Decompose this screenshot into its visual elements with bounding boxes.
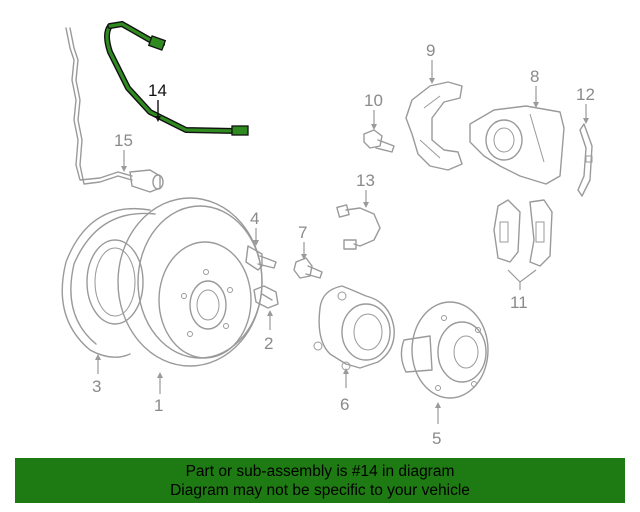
- part-6-bearing-housing: [313, 285, 395, 371]
- banner-line-2: Diagram may not be specific to your vehi…: [170, 482, 470, 499]
- callout-13: 13: [356, 171, 375, 208]
- callout-6: 6: [340, 368, 349, 414]
- svg-text:2: 2: [264, 334, 273, 353]
- part-9-caliper-carrier: [405, 81, 463, 171]
- part-14-brake-hose[interactable]: [104, 20, 249, 136]
- callout-12: 12: [576, 85, 595, 124]
- part-10-bolt: [363, 129, 395, 153]
- svg-text:4: 4: [250, 209, 259, 228]
- part-3-dust-shield: [61, 208, 156, 358]
- part-5-wheel-hub: [400, 301, 489, 399]
- svg-text:1: 1: [154, 396, 163, 415]
- svg-text:14: 14: [148, 81, 167, 100]
- part-13-wear-sensor: [336, 204, 381, 250]
- callout-1: 1: [154, 372, 163, 415]
- part-1-brake-disc: [117, 197, 263, 367]
- callout-8: 8: [530, 67, 539, 108]
- callout-5: 5: [432, 402, 441, 448]
- svg-text:11: 11: [510, 293, 528, 312]
- svg-text:7: 7: [298, 223, 307, 242]
- callout-9: 9: [426, 41, 435, 84]
- callout-15: 15: [114, 131, 133, 172]
- part-12-clip: [577, 123, 593, 197]
- part-7-wheel-bolt: [293, 257, 323, 279]
- callout-11: 11: [507, 269, 537, 312]
- part-15-brake-line: [65, 27, 164, 193]
- part-2-bolt: [253, 285, 279, 309]
- svg-text:13: 13: [356, 171, 375, 190]
- part-11-brake-pads: [493, 199, 553, 267]
- svg-text:12: 12: [576, 85, 595, 104]
- svg-text:6: 6: [340, 395, 349, 414]
- callout-14: 14: [148, 81, 167, 122]
- svg-text:15: 15: [114, 131, 133, 150]
- svg-text:8: 8: [530, 67, 539, 86]
- brake-assembly-diagram: 1 2 3 4 5 6 7 8 9 10: [61, 20, 595, 448]
- svg-text:10: 10: [364, 91, 383, 110]
- callout-10: 10: [364, 91, 383, 130]
- svg-text:3: 3: [92, 377, 101, 396]
- info-banner: Part or sub-assembly is #14 in diagram D…: [15, 458, 625, 503]
- callout-7: 7: [298, 223, 307, 260]
- part-4-bolt: [245, 245, 277, 271]
- callout-2: 2: [264, 310, 273, 353]
- callout-3: 3: [92, 354, 101, 396]
- svg-text:9: 9: [426, 41, 435, 60]
- svg-text:5: 5: [432, 429, 441, 448]
- part-8-brake-caliper: [469, 105, 565, 185]
- callout-4: 4: [250, 209, 259, 246]
- banner-line-1: Part or sub-assembly is #14 in diagram: [185, 463, 455, 480]
